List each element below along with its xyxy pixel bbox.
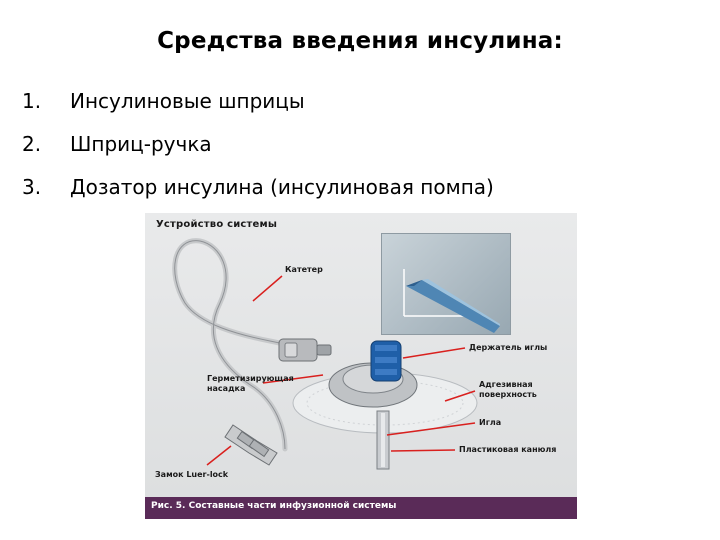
list-number: 2. [22, 131, 62, 157]
label-adhesive-surface: Адгезивная поверхность [479, 380, 537, 400]
label-adhesive-line1: Адгезивная [479, 380, 537, 390]
label-sealing-cap-line2: насадка [207, 384, 294, 394]
figure-caption: Рис. 5. Составные части инфузионной сист… [151, 501, 396, 511]
label-needle: Игла [479, 418, 501, 428]
slide-title: Средства введения инсулина: [0, 28, 720, 54]
list-number: 1. [22, 88, 62, 114]
label-sealing-cap-line1: Герметизирующая [207, 374, 294, 384]
list-text: Шприц-ручка [70, 131, 212, 157]
label-adhesive-line2: поверхность [479, 390, 537, 400]
label-sealing-cap: Герметизирующая насадка [207, 374, 294, 394]
figure-caption-bar: Рис. 5. Составные части инфузионной сист… [145, 497, 577, 519]
label-catheter: Катетер [285, 265, 323, 275]
label-plastic-cannula: Пластиковая канюля [459, 445, 556, 455]
infusion-set-figure: Устройство системы [145, 213, 577, 519]
list-text: Дозатор инсулина (инсулиновая помпа) [70, 174, 494, 200]
list-text: Инсулиновые шприцы [70, 88, 305, 114]
label-needle-holder: Держатель иглы [469, 343, 547, 353]
list-number: 3. [22, 174, 62, 200]
label-luer-lock: Замок Luer-lock [155, 470, 228, 480]
